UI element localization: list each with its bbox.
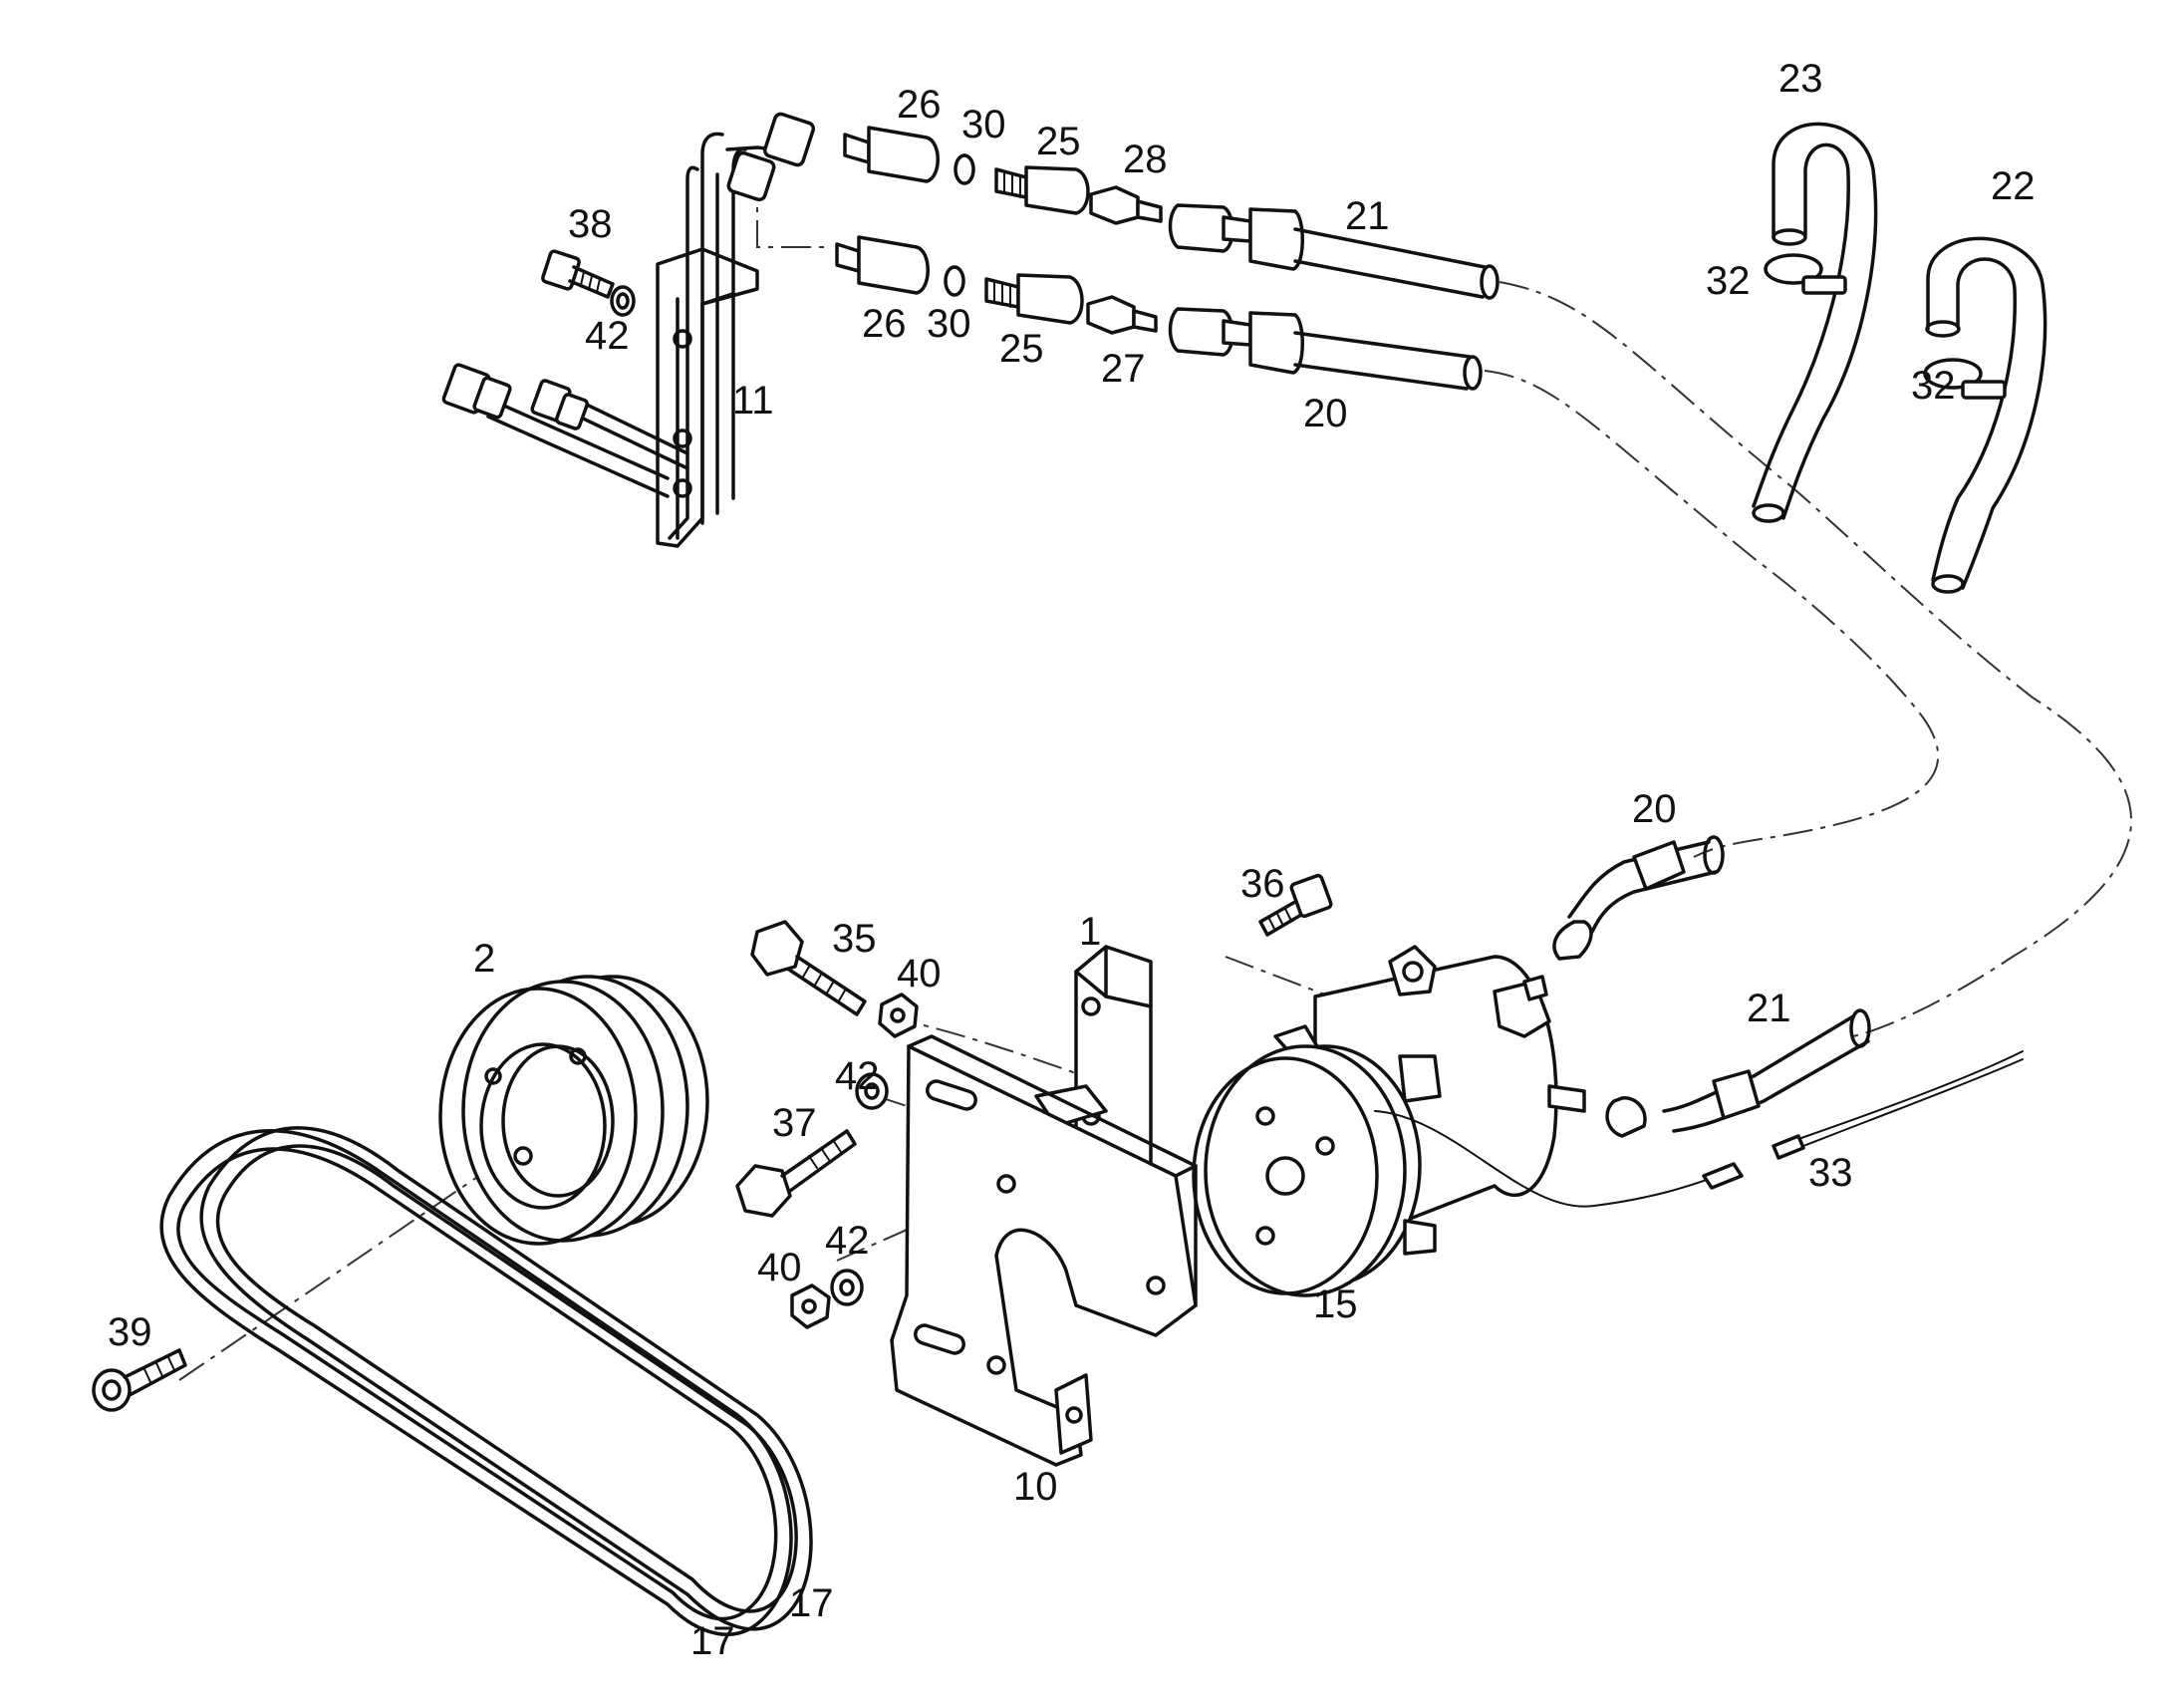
callout-1: 1 [1079, 910, 1101, 954]
callout-17-a: 17 [789, 1581, 834, 1625]
part-35-bolt [750, 920, 867, 1016]
callout-25-upper: 25 [1036, 120, 1081, 163]
hose-22 [1925, 236, 2048, 594]
part-11-pipe-bracket [441, 112, 816, 548]
callout-10: 10 [1013, 1465, 1058, 1509]
callout-30-upper: 30 [961, 103, 1006, 146]
hose-21-upper [1168, 203, 1500, 300]
hose-20-upper [1168, 307, 1483, 391]
hose-21-lower [1605, 1008, 1871, 1138]
part-37-bolt [735, 1129, 857, 1218]
callout-22: 22 [1991, 164, 2036, 208]
part-32-clamp-lower [1923, 358, 2007, 400]
part-40-nut-upper [878, 993, 919, 1038]
callout-42-middle: 42 [835, 1054, 880, 1098]
callout-37: 37 [772, 1101, 817, 1145]
callout-17-b: 17 [690, 1619, 735, 1663]
callout-25-lower: 25 [999, 327, 1044, 371]
part-36-bolt [1258, 873, 1333, 937]
callout-42-lower: 42 [825, 1219, 870, 1263]
callout-42-upper: 42 [585, 314, 630, 358]
callout-30-lower: 30 [927, 302, 971, 346]
part-42-washer-lower [830, 1269, 864, 1306]
part-42-washer-top [610, 285, 636, 317]
callout-15: 15 [1313, 1282, 1358, 1326]
part-42-washer-middle [855, 1072, 889, 1110]
callout-33: 33 [1808, 1151, 1853, 1195]
callout-32-upper: 32 [1706, 259, 1751, 303]
callout-21-lower: 21 [1747, 987, 1791, 1030]
hose-20-lower [1552, 835, 1725, 961]
callout-20-lower: 20 [1632, 787, 1677, 831]
part-10-bracket [890, 1034, 1198, 1467]
part-38-bolt [541, 249, 615, 299]
part-39-bolt [92, 1348, 187, 1412]
callout-labels: 1 2 10 11 15 17 17 20 20 21 21 22 23 25 … [108, 57, 2036, 1663]
callout-36: 36 [1240, 862, 1285, 906]
callout-40-lower: 40 [757, 1246, 802, 1289]
fittings-lower-row [835, 235, 1158, 335]
callout-26-upper: 26 [897, 83, 942, 127]
part-2-pulley [438, 975, 709, 1246]
part-32-clamp-upper [1764, 253, 1847, 295]
callout-20-upper: 20 [1303, 392, 1348, 435]
callout-35: 35 [832, 917, 877, 961]
callout-11: 11 [732, 379, 774, 423]
callout-26-lower: 26 [862, 302, 907, 346]
callout-28: 28 [1123, 138, 1168, 181]
callout-40-upper: 40 [897, 952, 942, 995]
fittings-upper-row [843, 126, 1163, 225]
callout-32-lower: 32 [1911, 364, 1956, 408]
part-15-compressor [1192, 945, 1744, 1297]
callout-23: 23 [1778, 57, 1823, 101]
part-33-wire-connector [1772, 1050, 2024, 1160]
part-17-belts [159, 1126, 813, 1636]
callout-2: 2 [473, 937, 495, 981]
callout-38: 38 [568, 202, 613, 246]
hose-23 [1752, 122, 1878, 523]
callout-27: 27 [1101, 347, 1146, 391]
callout-21-upper: 21 [1345, 194, 1390, 238]
callout-39: 39 [108, 1310, 152, 1354]
part-40-nut-lower [790, 1283, 831, 1329]
